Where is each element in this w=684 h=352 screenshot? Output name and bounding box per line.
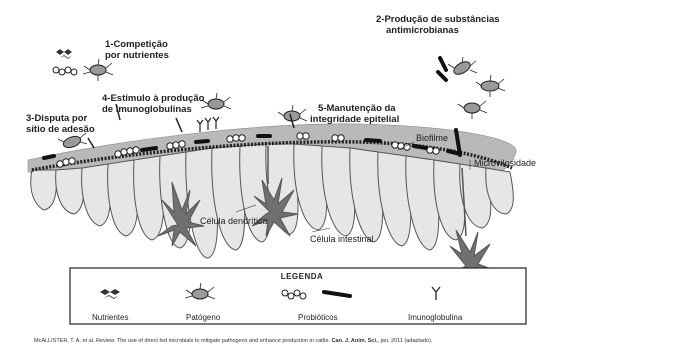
label-disputa-line1: 3-Disputa por	[26, 113, 95, 124]
legend-title: LEGENDA	[262, 272, 342, 281]
probiotic-rods-top	[438, 58, 446, 80]
label-microvilosidade: Microvilosidade	[474, 158, 536, 169]
label-biofilme: Biofilme	[416, 133, 448, 144]
citation-journal: Can. J. Anim. Sci.	[332, 338, 378, 344]
immunoglobulins	[197, 117, 219, 132]
citation: McALLISTER, T. A. et al. Review: The use…	[34, 338, 432, 344]
legend-label-probioticos: Probióticos	[298, 313, 338, 322]
legend-label-patogeno: Patógeno	[186, 313, 220, 322]
label-producao: 2-Produção de substâncias antimicrobiana…	[376, 14, 500, 36]
label-estimulo-line2: de imunoglobulinas	[102, 104, 204, 115]
label-manutencao-line2: integridade epitelial	[310, 114, 399, 125]
label-celula-dendritica: Célula dendrítica	[200, 216, 268, 227]
nutrient-cluster	[56, 49, 72, 59]
probiotic-chain-top	[53, 67, 77, 75]
citation-date: , jan. 2011 (adaptado).	[378, 338, 433, 344]
legend-label-nutrientes: Nutrientes	[92, 313, 128, 322]
legend-label-imunoglobulina: Imunoglobulina	[408, 313, 462, 322]
label-producao-line2: antimicrobianas	[376, 25, 500, 36]
label-manutencao-line1: 5-Manutenção da	[310, 103, 399, 114]
label-competicao-line1: 1-Competição	[105, 39, 169, 50]
label-disputa: 3-Disputa por sítio de adesão	[26, 113, 95, 135]
label-producao-line1: 2-Produção de substâncias	[376, 14, 500, 25]
label-competicao: 1-Competição por nutrientes	[105, 39, 169, 61]
label-estimulo: 4-Estímulo à produção de imunoglobulinas	[102, 93, 204, 115]
label-celula-intestinal: Célula intestinal	[310, 234, 374, 245]
citation-authors: McALLISTER, T. A. et al. Review: The use…	[34, 338, 332, 344]
label-manutencao: 5-Manutenção da integridade epitelial	[310, 103, 399, 125]
label-competicao-line2: por nutrientes	[105, 50, 169, 61]
label-estimulo-line1: 4-Estímulo à produção	[102, 93, 204, 104]
label-disputa-line2: sítio de adesão	[26, 124, 95, 135]
